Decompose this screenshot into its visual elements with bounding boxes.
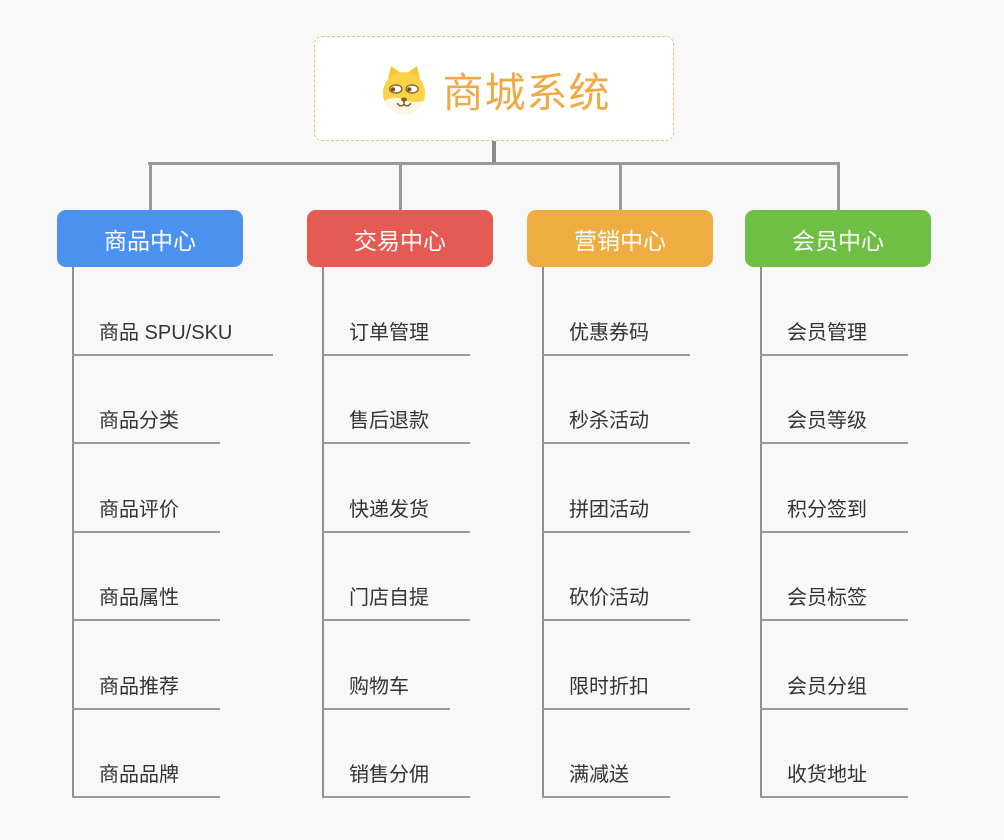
leaf-row: 会员标签 xyxy=(760,533,908,621)
leaf-node-member-center-3[interactable]: 会员标签 xyxy=(760,581,908,621)
leaf-row: 商品分类 xyxy=(72,356,273,444)
leaf-row: 门店自提 xyxy=(322,533,470,621)
leaf-node-trade-center-0[interactable]: 订单管理 xyxy=(322,316,470,356)
branch-node-member-center[interactable]: 会员中心 xyxy=(745,210,931,267)
connector-root-drop xyxy=(492,141,496,164)
leaf-row: 收货地址 xyxy=(760,710,908,798)
leaf-row: 拼团活动 xyxy=(542,444,690,533)
leaf-node-marketing-center-5[interactable]: 满减送 xyxy=(542,758,670,798)
leaf-node-trade-center-1[interactable]: 售后退款 xyxy=(322,404,470,444)
leaf-row: 商品评价 xyxy=(72,444,273,533)
branch-node-trade-center[interactable]: 交易中心 xyxy=(307,210,493,267)
branch-column-trade-center: 订单管理 售后退款 快递发货 门店自提 购物车 销售分佣 xyxy=(322,267,470,798)
branch-node-marketing-center[interactable]: 营销中心 xyxy=(527,210,713,267)
leaf-node-member-center-4[interactable]: 会员分组 xyxy=(760,670,908,710)
dog-face-icon xyxy=(382,65,425,114)
leaf-node-product-center-5[interactable]: 商品品牌 xyxy=(72,758,220,798)
leaf-node-member-center-2[interactable]: 积分签到 xyxy=(760,493,908,533)
connector-drop-trade-center xyxy=(398,164,402,210)
leaf-node-marketing-center-1[interactable]: 秒杀活动 xyxy=(542,404,690,444)
leaf-node-trade-center-3[interactable]: 门店自提 xyxy=(322,581,470,621)
leaf-node-trade-center-5[interactable]: 销售分佣 xyxy=(322,758,470,798)
connector-drop-member-center xyxy=(836,164,840,210)
leaf-row: 砍价活动 xyxy=(542,533,690,621)
connector-horizontal-bar xyxy=(148,162,840,165)
branch-column-member-center: 会员管理 会员等级 积分签到 会员标签 会员分组 收货地址 xyxy=(760,267,908,798)
leaf-node-trade-center-2[interactable]: 快递发货 xyxy=(322,493,470,533)
leaf-row: 会员等级 xyxy=(760,356,908,444)
leaf-node-marketing-center-0[interactable]: 优惠券码 xyxy=(542,316,690,356)
leaf-node-marketing-center-2[interactable]: 拼团活动 xyxy=(542,493,690,533)
branch-column-product-center: 商品 SPU/SKU 商品分类 商品评价 商品属性 商品推荐 商品品牌 xyxy=(72,267,274,798)
connector-drop-marketing-center xyxy=(618,164,622,210)
leaf-node-trade-center-4[interactable]: 购物车 xyxy=(322,670,450,710)
leaf-row: 满减送 xyxy=(542,710,690,798)
leaf-row: 商品推荐 xyxy=(72,621,273,710)
root-title: 商城系统 xyxy=(442,69,611,116)
leaf-row: 商品品牌 xyxy=(72,710,273,798)
leaf-row: 会员分组 xyxy=(760,621,908,710)
leaf-node-product-center-2[interactable]: 商品评价 xyxy=(72,493,220,533)
leaf-row: 会员管理 xyxy=(760,267,908,356)
leaf-row: 售后退款 xyxy=(322,356,470,444)
leaf-row: 购物车 xyxy=(322,621,470,710)
leaf-row: 订单管理 xyxy=(322,267,470,356)
leaf-node-member-center-0[interactable]: 会员管理 xyxy=(760,316,908,356)
leaf-row: 销售分佣 xyxy=(322,710,470,798)
leaf-row: 积分签到 xyxy=(760,444,908,533)
leaf-node-product-center-1[interactable]: 商品分类 xyxy=(72,404,220,444)
leaf-row: 优惠券码 xyxy=(542,267,690,356)
leaf-row: 商品属性 xyxy=(72,533,273,621)
leaf-row: 限时折扣 xyxy=(542,621,690,710)
branch-column-marketing-center: 优惠券码 秒杀活动 拼团活动 砍价活动 限时折扣 满减送 xyxy=(542,267,690,798)
root-node-mall-system[interactable]: 商城系统 xyxy=(314,36,674,141)
leaf-row: 秒杀活动 xyxy=(542,356,690,444)
leaf-node-member-center-5[interactable]: 收货地址 xyxy=(760,758,908,798)
leaf-node-product-center-0[interactable]: 商品 SPU/SKU xyxy=(72,316,274,356)
leaf-node-member-center-1[interactable]: 会员等级 xyxy=(760,404,908,444)
leaf-node-product-center-4[interactable]: 商品推荐 xyxy=(72,670,220,710)
leaf-row: 快递发货 xyxy=(322,444,470,533)
connector-drop-product-center xyxy=(148,164,152,210)
leaf-node-marketing-center-4[interactable]: 限时折扣 xyxy=(542,670,690,710)
leaf-node-marketing-center-3[interactable]: 砍价活动 xyxy=(542,581,690,621)
leaf-node-product-center-3[interactable]: 商品属性 xyxy=(72,581,220,621)
leaf-row: 商品 SPU/SKU xyxy=(72,267,274,356)
branch-node-product-center[interactable]: 商品中心 xyxy=(57,210,243,267)
